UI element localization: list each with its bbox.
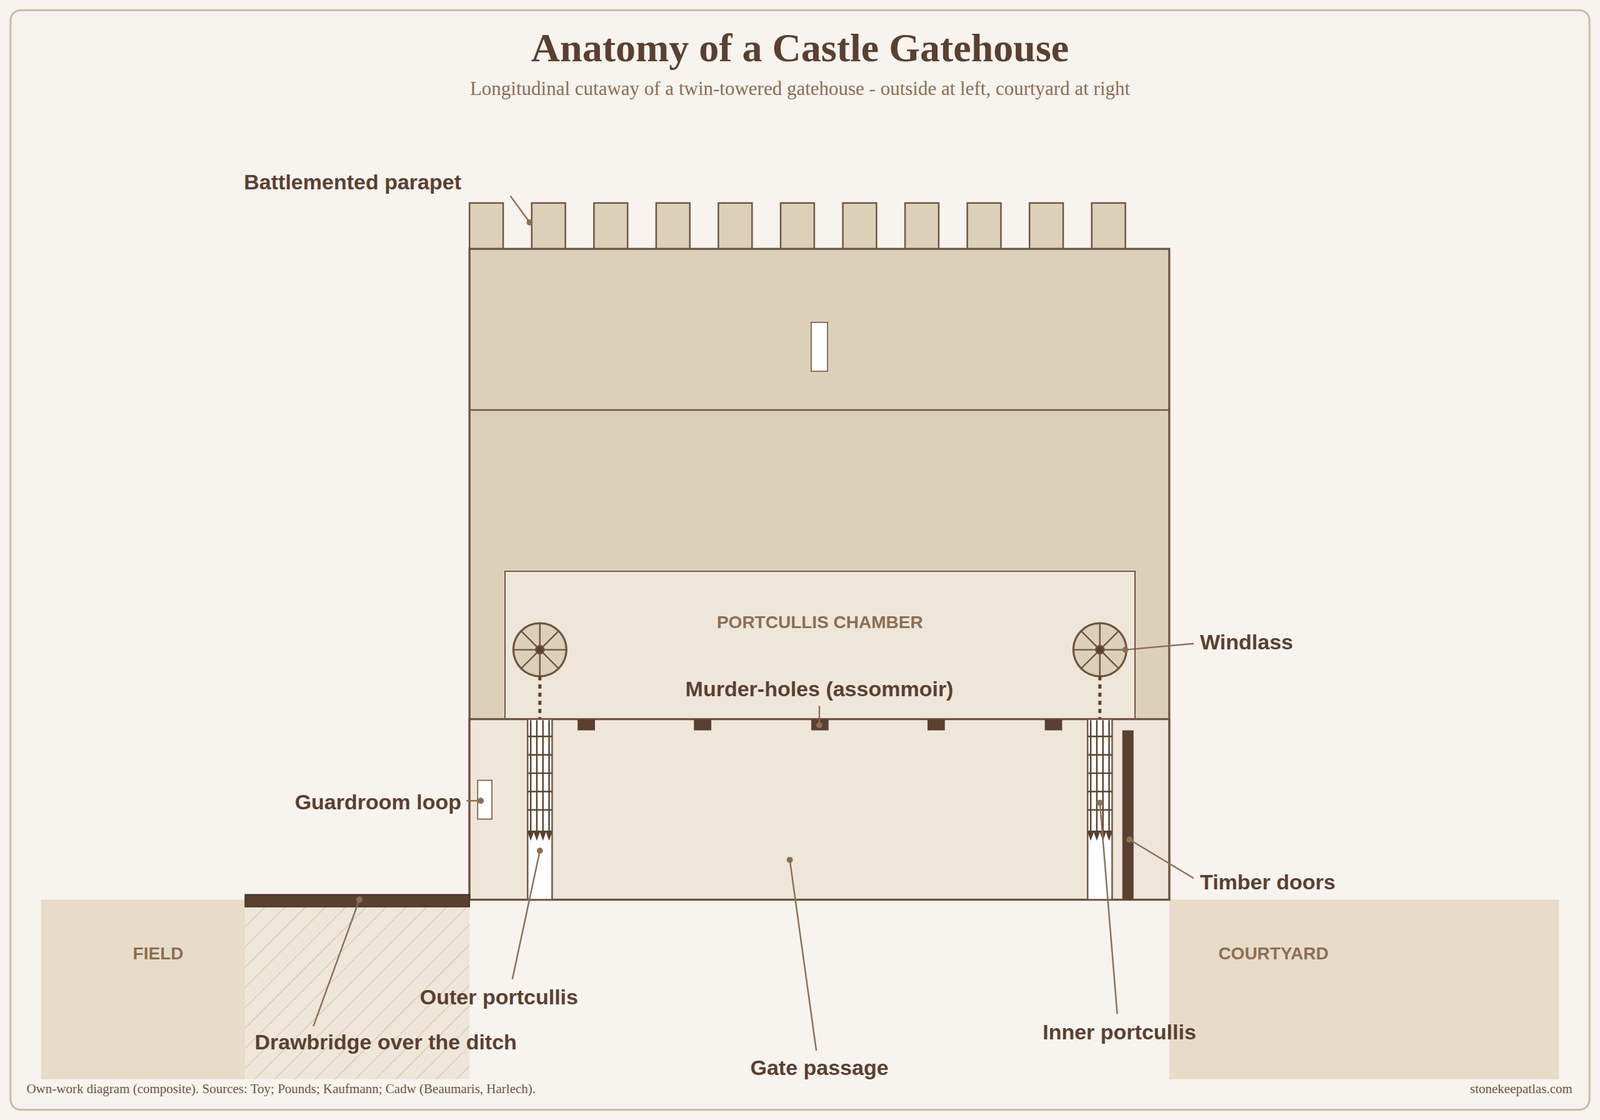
guardroom-loop [477,780,492,820]
node-label: FIELD [133,943,184,964]
ground-region: FIELD [40,900,276,1007]
part-label: Guardroom loop [295,790,462,815]
node-label: PORTCULLIS CHAMBER [716,612,924,633]
part-label: Drawbridge over the ditch [254,1029,517,1054]
part-label: Windlass [1200,629,1294,654]
part-label: Murder-holes (assommoir) [685,676,954,702]
leader-lines [313,195,1194,1051]
gatehouse-body [469,248,1170,900]
source-note: Own-work diagram (composite). Sources: T… [26,1081,536,1097]
diagram-title: Anatomy of a Castle Gatehouse [531,25,1069,72]
passage-level [469,719,1170,900]
node-label: COURTYARD [1218,943,1329,964]
part-label: Inner portcullis [1042,1019,1197,1044]
window-slit [811,322,828,372]
part-label: Outer portcullis [420,985,579,1010]
field-ground [41,899,245,1079]
merlons [469,203,1125,249]
leader-dots [356,219,1133,903]
page-frame [10,10,1590,1110]
timber-doors [1122,730,1134,900]
ground-region: COURTYARD [1169,900,1378,1007]
part-label: Timber doors [1200,869,1336,894]
floor-line [469,409,1170,411]
chamber-fill [504,570,1136,719]
portcullis-grille [527,720,1112,839]
diagram-caption: Longitudinal cutaway of a twin-towered g… [470,77,1130,100]
part-label: Gate passage [750,1055,889,1080]
outer-portcullis-slot [527,719,552,900]
watermark: stonekeepatlas.com [1470,1081,1573,1097]
courtyard-ground [1169,899,1559,1079]
part-label: Battlemented parapet [243,169,462,194]
